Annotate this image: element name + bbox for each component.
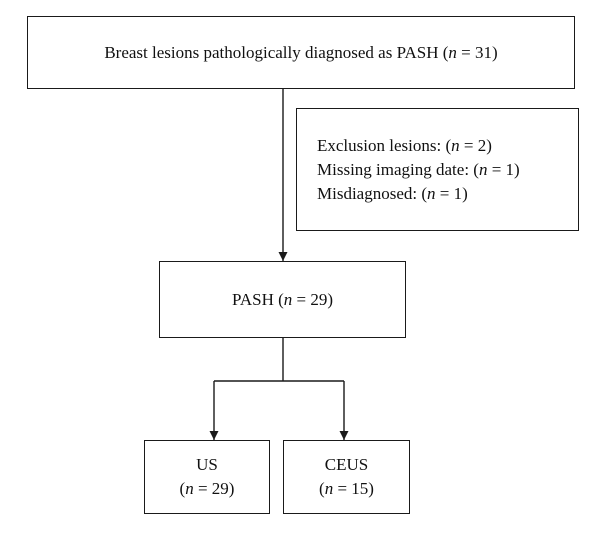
node-ceus: CEUS (n = 15)	[283, 440, 410, 514]
label-count: = 31)	[456, 42, 498, 62]
label-prefix: PASH (	[231, 289, 284, 309]
label-count: = 15)	[333, 479, 374, 498]
n-symbol: n	[324, 479, 334, 498]
label-count: = 2)	[459, 135, 492, 155]
label-prefix: Breast lesions pathologically diagnosed …	[104, 42, 449, 62]
node-ceus-title: CEUS	[324, 455, 369, 474]
n-symbol: n	[283, 289, 293, 309]
node-all-lesions-label: Breast lesions pathologically diagnosed …	[104, 41, 497, 65]
node-us-count: (n = 29)	[180, 477, 235, 501]
n-symbol: n	[448, 42, 457, 62]
n-symbol: n	[427, 183, 436, 203]
node-pash-label: PASH (n = 29)	[232, 288, 333, 312]
label-prefix: (	[319, 479, 325, 498]
label-count: = 29)	[193, 479, 235, 498]
exclusion-line-total: Exclusion lesions: (n = 2)	[317, 134, 520, 158]
node-pash: PASH (n = 29)	[159, 261, 406, 338]
label-prefix: Misdiagnosed: (	[317, 183, 428, 203]
node-us: US (n = 29)	[144, 440, 270, 514]
node-us-text: US (n = 29)	[180, 453, 235, 501]
label-prefix: Missing imaging date: (	[317, 159, 479, 179]
exclusion-line-missing: Missing imaging date: (n = 1)	[317, 158, 520, 182]
exclusion-lines: Exclusion lesions: (n = 2) Missing imagi…	[317, 134, 520, 206]
n-symbol: n	[478, 159, 488, 179]
node-us-title: US	[196, 455, 218, 474]
n-symbol: n	[185, 479, 194, 498]
node-ceus-count: (n = 15)	[319, 477, 374, 501]
n-symbol: n	[451, 135, 460, 155]
node-all-lesions: Breast lesions pathologically diagnosed …	[27, 16, 575, 89]
node-ceus-text: CEUS (n = 15)	[319, 453, 374, 501]
label-prefix: (	[179, 479, 186, 498]
exclusion-line-misdiagnosed: Misdiagnosed: (n = 1)	[317, 182, 520, 206]
node-exclusion: Exclusion lesions: (n = 2) Missing imagi…	[296, 108, 579, 231]
label-count: = 1)	[435, 183, 468, 203]
label-count: = 29)	[292, 289, 334, 309]
label-prefix: Exclusion lesions: (	[317, 135, 452, 155]
label-count: = 1)	[487, 159, 520, 179]
